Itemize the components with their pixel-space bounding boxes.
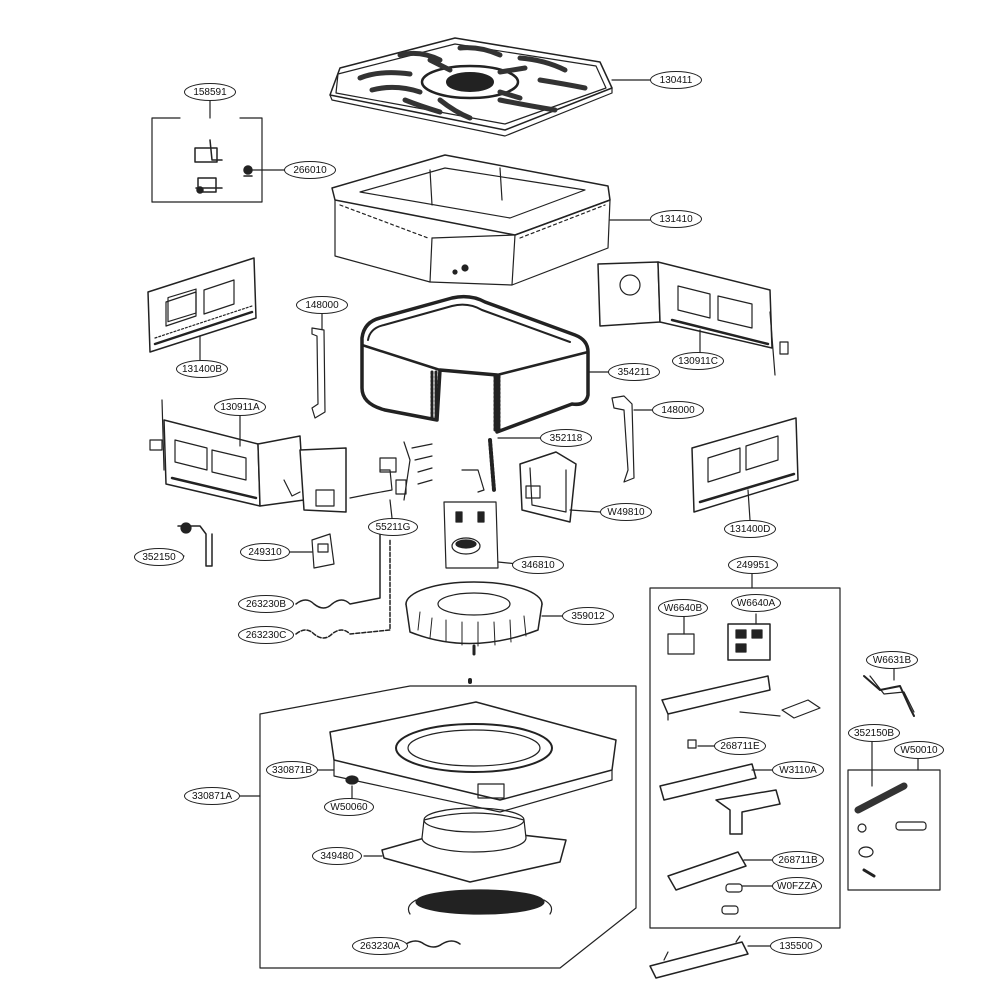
bottom-plate-part	[649, 935, 771, 979]
part-callout-w0fzza[interactable]: W0FZZA	[772, 877, 822, 895]
accessory-kit-part	[847, 739, 941, 891]
part-callout-268711e[interactable]: 268711E	[714, 737, 766, 755]
side-panel-d-part	[691, 417, 799, 521]
part-callout-263230c[interactable]: 263230C	[238, 626, 294, 644]
part-callout-354211[interactable]: 354211	[608, 363, 660, 381]
part-callout-330871b[interactable]: 330871B	[266, 761, 318, 779]
part-callout-130911a[interactable]: 130911A	[214, 398, 266, 416]
part-callout-w49810[interactable]: W49810	[600, 503, 652, 521]
part-callout-w50060[interactable]: W50060	[324, 798, 374, 816]
part-callout-148000-right[interactable]: 148000	[652, 401, 704, 419]
part-callout-131400b[interactable]: 131400B	[176, 360, 228, 378]
turbo-fan-part	[405, 581, 567, 656]
piping-assembly-part	[349, 437, 541, 529]
orifice-part	[363, 807, 567, 883]
side-panel-b-part	[147, 257, 257, 361]
part-callout-263230b[interactable]: 263230B	[238, 595, 294, 613]
drain-pump-part	[443, 501, 519, 569]
part-callout-w3110a[interactable]: W3110A	[772, 761, 824, 779]
control-cover-part	[519, 451, 601, 523]
part-callout-w50010[interactable]: W50010	[894, 741, 944, 759]
bracket-249310-part	[289, 533, 335, 569]
bracket-right-part	[611, 395, 653, 483]
part-callout-352150b[interactable]: 352150B	[848, 724, 900, 742]
side-panel-a-part	[149, 399, 347, 513]
part-callout-131400d[interactable]: 131400D	[724, 520, 776, 538]
part-callout-148000-left[interactable]: 148000	[296, 296, 348, 314]
part-callout-346810[interactable]: 346810	[512, 556, 564, 574]
part-callout-55211g[interactable]: 55211G	[368, 518, 418, 536]
part-callout-266010[interactable]: 266010	[284, 161, 336, 179]
heat-exchanger-part	[360, 294, 609, 434]
side-panel-c-part	[597, 261, 789, 376]
control-box-assembly-part	[649, 571, 841, 929]
part-callout-w6631b[interactable]: W6631B	[866, 651, 918, 669]
wire-harness-bc-part	[295, 529, 391, 639]
part-callout-359012[interactable]: 359012	[562, 607, 614, 625]
part-callout-130911c[interactable]: 130911C	[672, 352, 724, 370]
bracket-left-part	[311, 311, 326, 419]
part-callout-131410[interactable]: 131410	[650, 210, 702, 228]
top-cover-part	[329, 37, 651, 137]
cabinet-frame-part	[331, 154, 651, 286]
wire-harness-a-part	[405, 889, 553, 948]
front-panel-assembly-part	[239, 678, 637, 969]
part-callout-352118[interactable]: 352118	[540, 429, 592, 447]
switch-assembly-part	[151, 99, 287, 203]
part-callout-158591[interactable]: 158591	[184, 83, 236, 101]
part-callout-130411[interactable]: 130411	[650, 71, 702, 89]
part-callout-349480[interactable]: 349480	[312, 847, 362, 865]
part-callout-352150[interactable]: 352150	[134, 548, 184, 566]
part-callout-263230a[interactable]: 263230A	[352, 937, 408, 955]
part-callout-w6640b[interactable]: W6640B	[658, 599, 708, 617]
part-callout-w6640a[interactable]: W6640A	[731, 594, 781, 612]
part-callout-330871a[interactable]: 330871A	[184, 787, 240, 805]
part-callout-268711b[interactable]: 268711B	[772, 851, 824, 869]
part-callout-249951[interactable]: 249951	[728, 556, 778, 574]
part-callout-249310[interactable]: 249310	[240, 543, 290, 561]
part-callout-135500[interactable]: 135500	[770, 937, 822, 955]
